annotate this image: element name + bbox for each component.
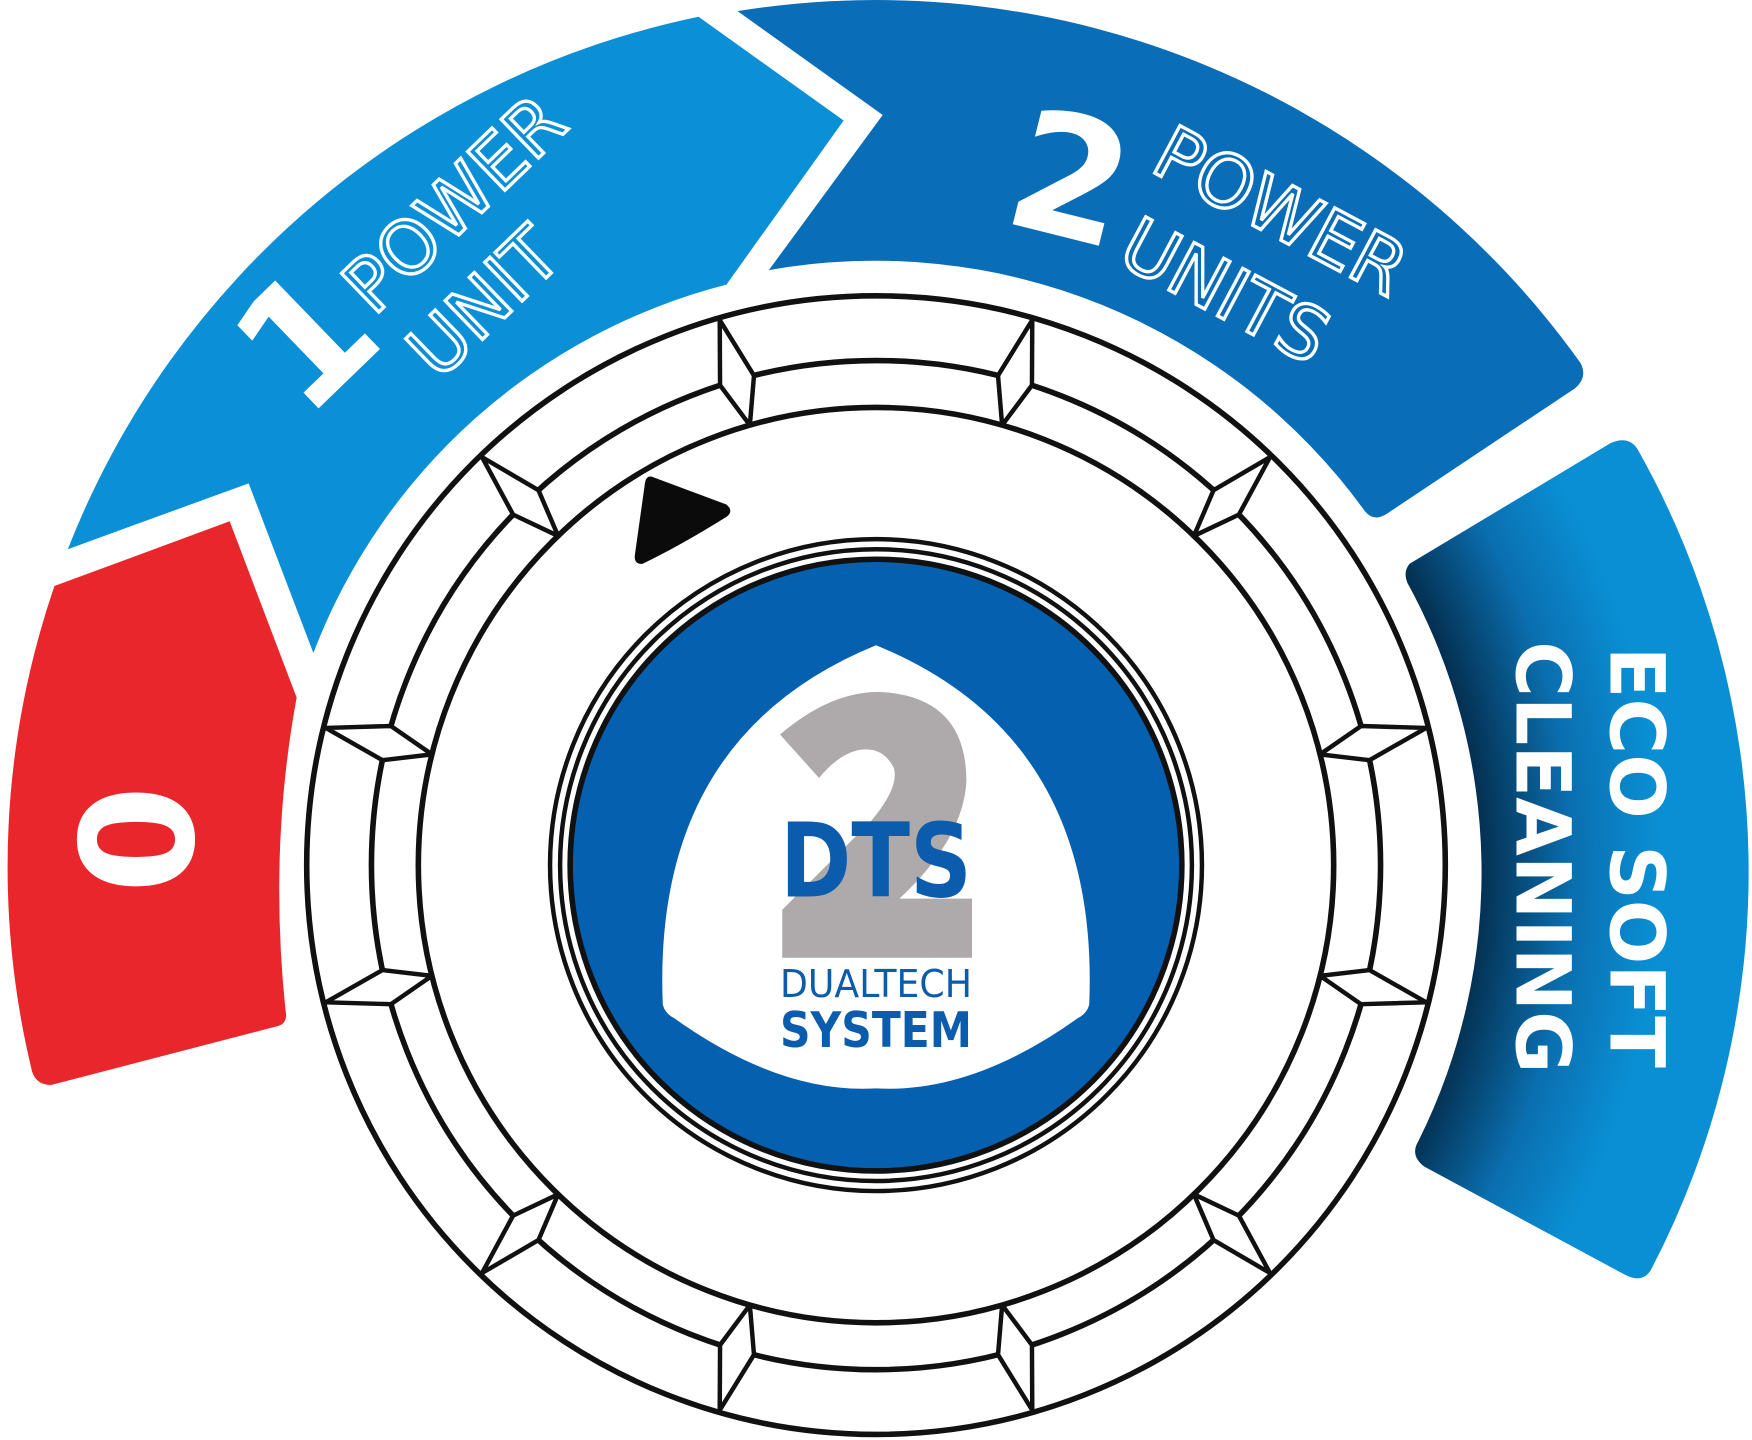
logo-line2: SYSTEM <box>780 1001 972 1059</box>
logo-line1: DUALTECH <box>780 962 972 1006</box>
dial-notch <box>995 1302 1035 1413</box>
segment-eco-line2: CLEANING <box>1499 641 1587 1073</box>
segment-off[interactable]: 0 <box>7 521 297 1086</box>
dial-notch <box>1317 723 1429 763</box>
triangle-pointer-icon <box>634 476 731 564</box>
dial-notch <box>1191 454 1273 539</box>
dial-notch <box>479 454 561 539</box>
dial-notch <box>995 317 1035 428</box>
segment-eco-soft-cleaning[interactable]: ECO SOFT CLEANING <box>1405 440 1749 1279</box>
dial-notch <box>323 967 435 1007</box>
dts-logo: DTS DUALTECH SYSTEM <box>662 645 1090 1089</box>
dial-notch <box>1191 1192 1273 1276</box>
logo-acronym: DTS <box>780 802 972 921</box>
dial-notch <box>717 1302 757 1413</box>
dial-notch <box>323 723 435 763</box>
dial-notch <box>717 317 757 428</box>
segment-eco-line1: ECO SOFT <box>1593 647 1681 1068</box>
logo-big-digit-graphic <box>780 691 972 958</box>
dial-notches <box>323 317 1429 1413</box>
dial-notch <box>479 1192 561 1276</box>
dial-notch <box>1317 967 1429 1007</box>
segment-off-label: 0 <box>48 785 230 894</box>
